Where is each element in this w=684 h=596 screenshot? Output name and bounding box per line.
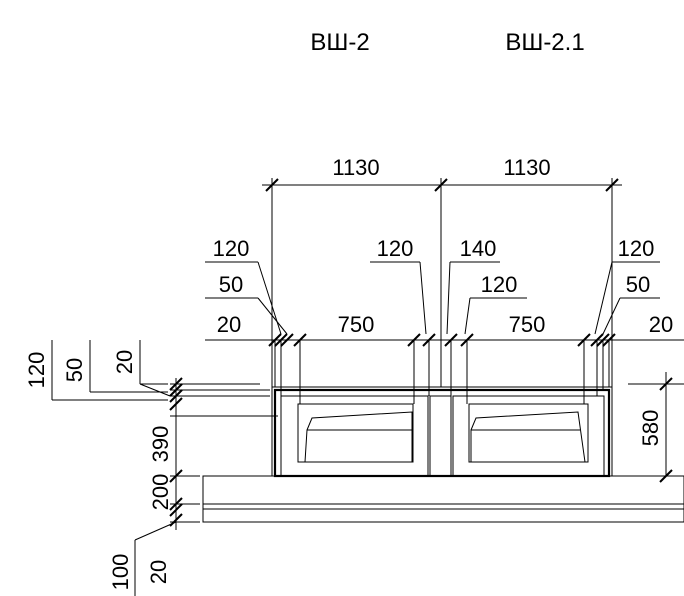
base-slab bbox=[202, 475, 684, 523]
right-vertical-dimension: 580 bbox=[628, 372, 684, 483]
dim-v-20: 20 bbox=[112, 350, 137, 374]
dim-top-right: 1130 bbox=[503, 155, 550, 180]
dim-center-140: 140 bbox=[460, 236, 497, 261]
dim-v-50: 50 bbox=[62, 358, 87, 382]
dim-v-580: 580 bbox=[638, 410, 663, 447]
dim-v-120: 120 bbox=[24, 352, 49, 389]
dim-v-100: 100 bbox=[108, 554, 133, 591]
dim-center-120b: 120 bbox=[481, 272, 518, 297]
dim-v-20b: 20 bbox=[146, 560, 171, 584]
dim-left-120: 120 bbox=[213, 236, 250, 261]
title-left: ВШ-2 bbox=[310, 29, 369, 56]
detail-dimension-chain: 120 50 20 750 120 140 120 750 120 50 20 bbox=[205, 236, 684, 404]
top-dimension-chain: 1130 1130 bbox=[262, 155, 622, 387]
dim-left-50: 50 bbox=[219, 272, 243, 297]
dim-left-20: 20 bbox=[217, 312, 241, 337]
dim-right-120: 120 bbox=[618, 236, 655, 261]
dim-v-200: 200 bbox=[148, 474, 173, 511]
duct-structure bbox=[271, 386, 613, 478]
left-vertical-dimensions: 120 50 20 390 200 100 20 bbox=[24, 340, 278, 596]
dim-center-120a: 120 bbox=[377, 236, 414, 261]
dim-right-50: 50 bbox=[626, 272, 650, 297]
title-right: ВШ-2.1 bbox=[505, 29, 584, 56]
dim-right-750: 750 bbox=[509, 312, 546, 337]
dim-right-20: 20 bbox=[649, 312, 673, 337]
dim-top-left: 1130 bbox=[332, 155, 379, 180]
dim-left-750: 750 bbox=[338, 312, 375, 337]
dim-v-390: 390 bbox=[148, 426, 173, 463]
